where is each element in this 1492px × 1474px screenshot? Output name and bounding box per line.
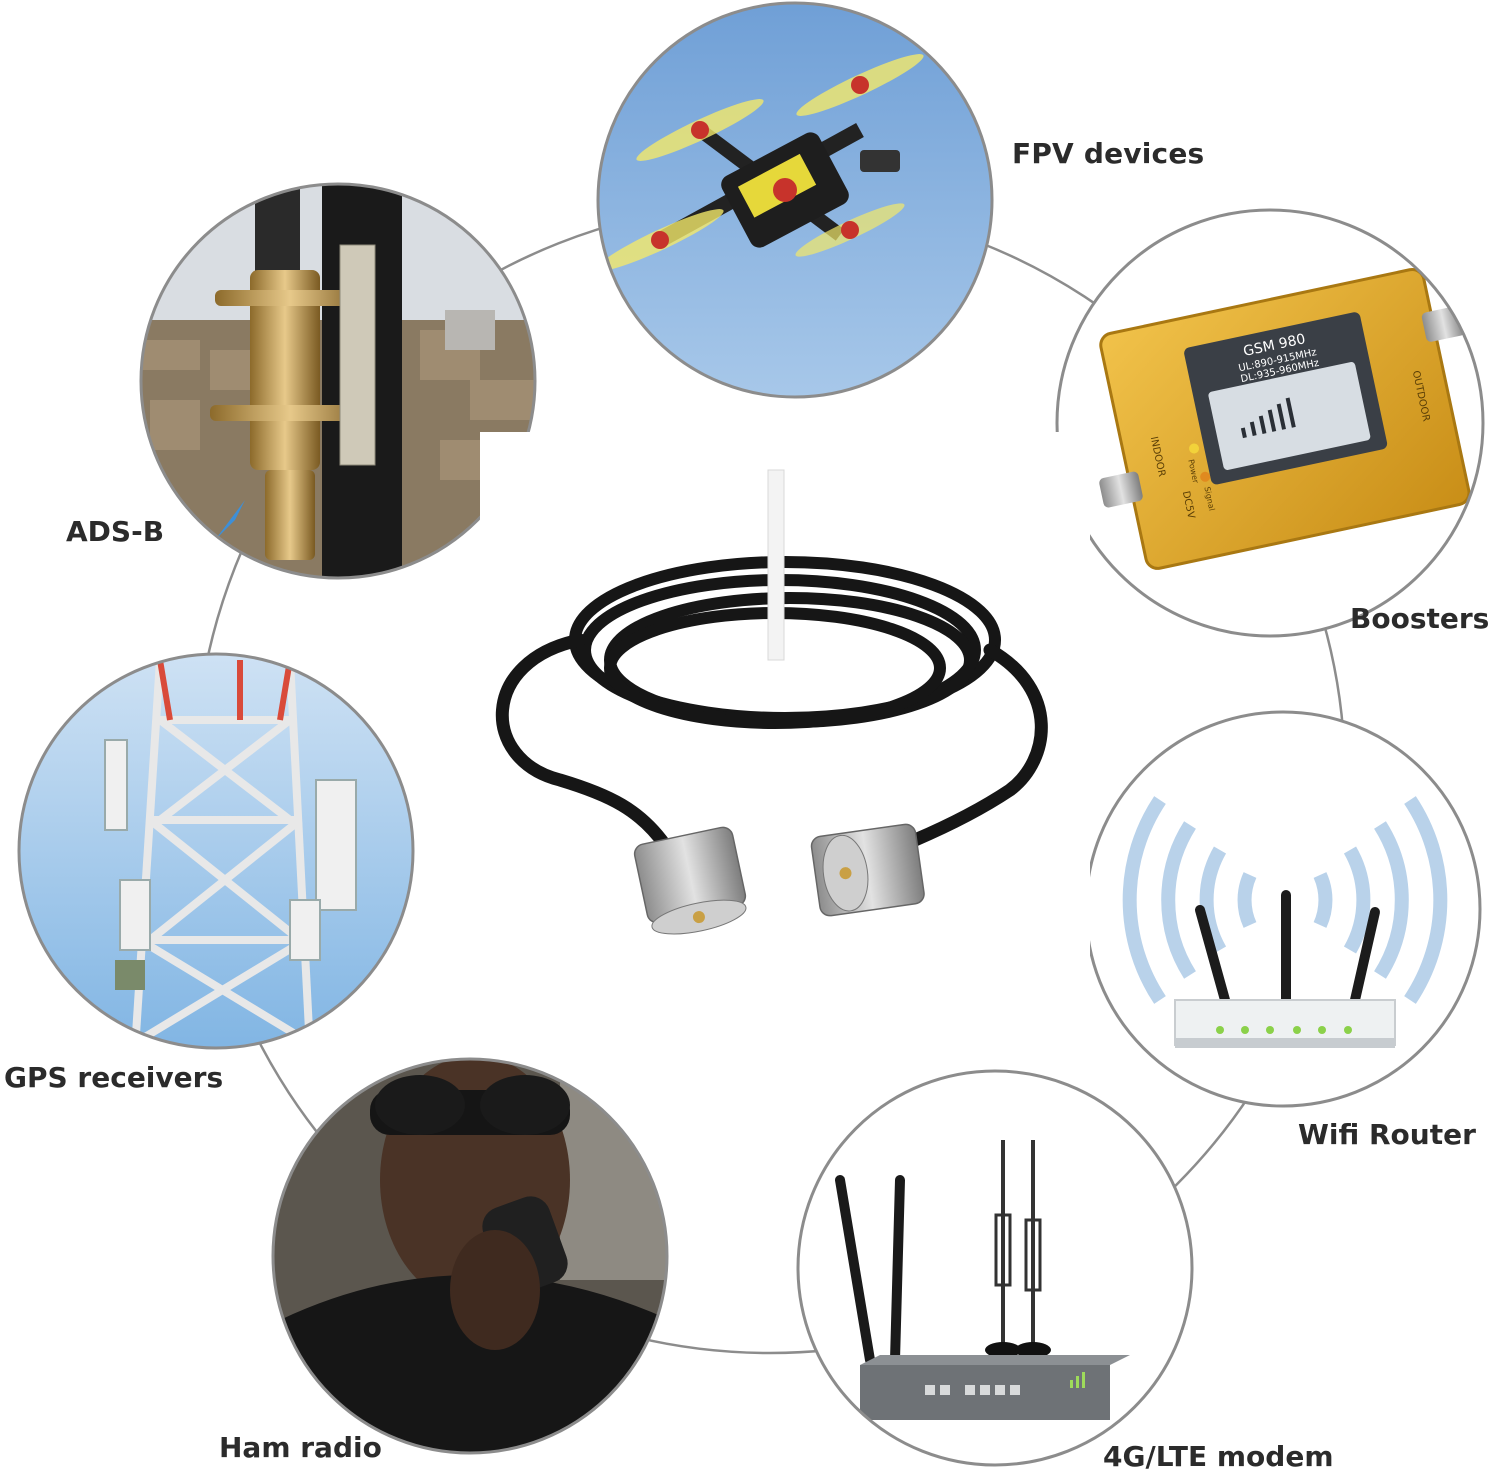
cable-tie <box>767 469 785 661</box>
wifi-router-icon <box>1174 890 1396 1048</box>
fpv-devices-circle <box>596 1 994 399</box>
wifi-waves <box>1122 796 1448 1004</box>
lte-modem-icon <box>835 1140 1130 1420</box>
ads-b-circle <box>139 182 537 580</box>
wifi-router-circle <box>1084 710 1482 1108</box>
booster-icon: GSM 980 UL:890-915MHz DL:935-960MHz OUTD… <box>1099 268 1471 570</box>
label-fpv-devices: FPV devices <box>1012 137 1204 170</box>
gps-receivers-circle <box>17 652 415 1050</box>
cell-tower-icon <box>131 659 314 1048</box>
label-ham-radio: Ham radio <box>219 1431 382 1464</box>
label-gps-receivers: GPS receivers <box>4 1061 223 1094</box>
drone-icon <box>598 54 924 271</box>
antenna-mount-icon <box>210 184 376 560</box>
boosters-circle: GSM 980 UL:890-915MHz DL:935-960MHz OUTD… <box>1055 208 1485 638</box>
label-wifi-router: Wifi Router <box>1298 1118 1476 1151</box>
central-cable-panel <box>480 432 1090 1042</box>
n-connector-left <box>633 826 747 935</box>
label-4g-lte-modem: 4G/LTE modem <box>1103 1440 1334 1473</box>
radio-user-icon <box>280 1059 667 1453</box>
label-ads-b: ADS-B <box>66 515 164 548</box>
n-connector-right <box>810 823 925 917</box>
ham-radio-circle <box>271 1057 669 1455</box>
lte-modem-circle <box>796 1069 1194 1467</box>
label-boosters: Boosters <box>1350 602 1489 635</box>
